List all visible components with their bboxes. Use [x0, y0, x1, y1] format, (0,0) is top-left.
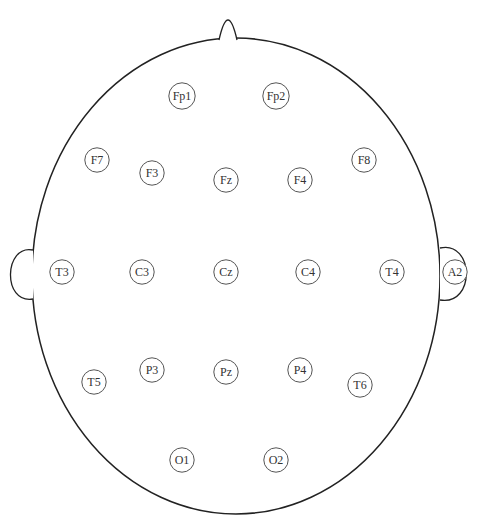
electrode-outline: [352, 148, 376, 172]
electrode-label: T6: [347, 378, 373, 392]
left-ear: [10, 250, 33, 300]
nose: [219, 20, 237, 40]
electrode-circle: F4: [287, 167, 313, 193]
electrode-label: C4: [295, 265, 321, 279]
electrode-label: O2: [263, 453, 289, 467]
electrode-outline: [214, 168, 238, 192]
electrode-circle: T6: [347, 372, 373, 398]
electrode-circle: Fp1: [168, 82, 196, 110]
electrode-circle: P3: [139, 357, 165, 383]
electrode-label: O1: [169, 453, 195, 467]
electrode-outline: [443, 260, 467, 284]
electrode-outline: [85, 148, 109, 172]
electrode-label: F8: [351, 153, 377, 167]
electrode-outline: [130, 260, 154, 284]
electrode-label: F4: [287, 173, 313, 187]
electrode-circle: O1: [169, 447, 195, 473]
electrode-circle: T3: [49, 259, 75, 285]
electrode-label: P3: [139, 363, 165, 377]
electrode-label: Fp1: [168, 89, 196, 103]
head-outline: [32, 38, 440, 514]
electrode-outline: [263, 83, 289, 109]
electrode-outline: [348, 373, 372, 397]
electrode-circle: F3: [139, 160, 165, 186]
electrode-outline: [50, 260, 74, 284]
electrode-circle: Fz: [213, 167, 239, 193]
electrode-label: T5: [81, 375, 107, 389]
electrode-circle: P4: [287, 357, 313, 383]
electrode-label: C3: [129, 265, 155, 279]
electrode-circle: C3: [129, 259, 155, 285]
electrode-circle: T4: [379, 259, 405, 285]
electrode-circle: F7: [84, 147, 110, 173]
electrode-circle: Fp2: [262, 82, 290, 110]
electrode-circle: C4: [295, 259, 321, 285]
electrode-outline: [140, 161, 164, 185]
electrode-label: F3: [139, 166, 165, 180]
electrode-outline: [82, 370, 106, 394]
electrode-outline: [140, 358, 164, 382]
electrode-outline: [214, 360, 238, 384]
electrode-circle: Cz: [213, 259, 239, 285]
electrode-label: Pz: [213, 365, 239, 379]
electrode-outline: [296, 260, 320, 284]
electrode-outline: [264, 448, 288, 472]
electrode-label: T3: [49, 265, 75, 279]
electrode-circle: T5: [81, 369, 107, 395]
electrode-label: Fz: [213, 173, 239, 187]
electrode-circle: A2: [442, 259, 468, 285]
electrode-outline: [288, 168, 312, 192]
electrode-label: Fp2: [262, 89, 290, 103]
electrode-circle: O2: [263, 447, 289, 473]
electrode-outline: [170, 448, 194, 472]
electrode-label: F7: [84, 153, 110, 167]
electrode-circle: F8: [351, 147, 377, 173]
electrode-outline: [214, 260, 238, 284]
electrode-label: P4: [287, 363, 313, 377]
electrode-label: Cz: [213, 265, 239, 279]
electrode-label: T4: [379, 265, 405, 279]
electrode-outline: [380, 260, 404, 284]
electrode-label: A2: [442, 265, 468, 279]
electrode-circle: Pz: [213, 359, 239, 385]
electrode-outline: [169, 83, 195, 109]
electrode-outline: [288, 358, 312, 382]
